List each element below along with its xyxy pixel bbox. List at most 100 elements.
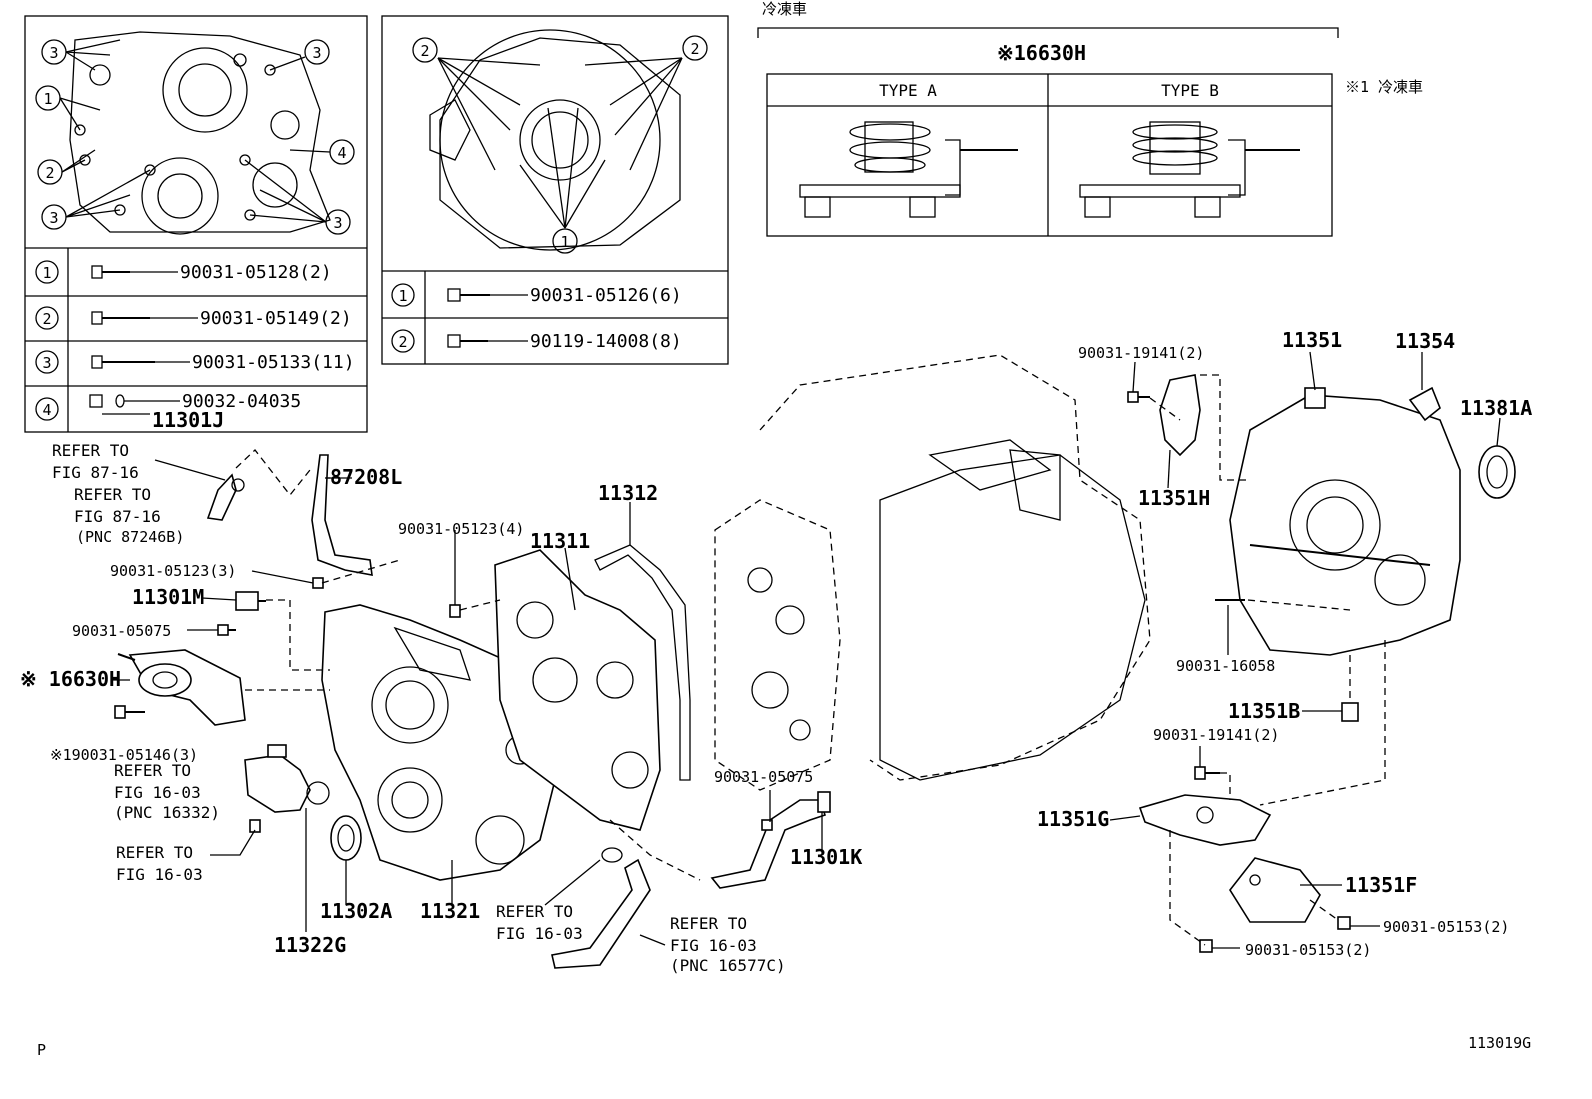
timing-cover-sketch xyxy=(69,31,331,235)
svg-text:3: 3 xyxy=(333,214,342,232)
svg-text:1: 1 xyxy=(560,233,569,251)
svg-text:REFER TO: REFER TO xyxy=(496,902,573,921)
svg-text:90031-05133(11): 90031-05133(11) xyxy=(192,352,355,373)
bolts-05153 xyxy=(1199,916,1351,953)
svg-text:2: 2 xyxy=(420,42,429,60)
inset-b-row-1: 1 90031-05126(6) xyxy=(391,283,682,307)
svg-text:1: 1 xyxy=(398,287,407,305)
svg-text:REFER TO: REFER TO xyxy=(670,914,747,933)
svg-text:3: 3 xyxy=(49,44,58,62)
inset-b: 2 2 1 1 90031-05126(6) 2 90119-14008(8) xyxy=(381,15,729,365)
callout-3-bottom-right: 3 xyxy=(325,209,351,235)
inset-c: 冷凍車 ※16630H ※1 冷凍車 TYPE A TYPE B xyxy=(757,0,1423,237)
svg-text:4: 4 xyxy=(42,401,51,419)
rear-plate-sketch xyxy=(714,499,841,791)
inset-b-leaders xyxy=(437,57,683,229)
svg-text:※16630H: ※16630H xyxy=(997,41,1086,65)
callout-4: 4 xyxy=(329,139,355,165)
label-11351B: 11351B xyxy=(1228,699,1300,723)
flywheel-housing-11351 xyxy=(1229,387,1461,656)
mount-11351G xyxy=(1138,794,1272,846)
label-11351G: 11351G xyxy=(1037,807,1109,831)
label-90031-05123-4: 90031-05123(4) xyxy=(398,520,524,538)
label-90031-05075-b: 90031-05075 xyxy=(714,768,813,786)
sensor-11301K xyxy=(710,791,831,889)
svg-text:2: 2 xyxy=(45,164,54,182)
label-190031-05146: ※190031-05146(3) xyxy=(50,746,198,764)
label-90031-05123-3: 90031-05123(3) xyxy=(110,562,236,580)
sensor-11301M xyxy=(235,591,266,611)
bolts-left xyxy=(114,577,461,833)
type-a-sketch xyxy=(799,121,1018,218)
label-11311: 11311 xyxy=(530,529,590,553)
svg-text:1: 1 xyxy=(42,264,51,282)
label-90031-05153-b: 90031-05153(2) xyxy=(1245,941,1371,959)
plate-11311 xyxy=(494,549,661,831)
callout-3-top-right: 3 xyxy=(304,39,330,65)
page-marker: P xyxy=(37,1041,46,1059)
label-90031-19141-a: 90031-19141(2) xyxy=(1078,344,1204,362)
insulator-11351F xyxy=(1229,857,1321,923)
label-11302A: 11302A xyxy=(320,899,392,923)
type-a-label: TYPE A xyxy=(879,81,937,100)
svg-text:90119-14008(8): 90119-14008(8) xyxy=(530,331,682,352)
inset-a-leaders xyxy=(59,39,331,223)
svg-text:3: 3 xyxy=(42,354,51,372)
inset-b-row-2: 2 90119-14008(8) xyxy=(391,329,682,353)
svg-text:(PNC 87246B): (PNC 87246B) xyxy=(76,528,184,546)
label-11354: 11354 xyxy=(1395,329,1455,353)
label-11322G: 11322G xyxy=(274,933,346,957)
label-11312: 11312 xyxy=(598,481,658,505)
callout-1: 1 xyxy=(35,85,61,111)
refer-fig-87-16-a: REFER TO FIG 87-16 xyxy=(52,441,139,482)
diagram-code: 113019G xyxy=(1468,1034,1531,1052)
callout-3-top-left: 3 xyxy=(41,39,67,65)
label-11351: 11351 xyxy=(1282,328,1342,352)
svg-text:90031-05149(2): 90031-05149(2) xyxy=(200,308,352,329)
svg-text:4: 4 xyxy=(337,144,346,162)
svg-text:FIG 16-03: FIG 16-03 xyxy=(114,783,201,802)
label-16630H: ※ 16630H xyxy=(20,667,121,691)
engine-block-sketch xyxy=(759,354,1151,781)
hose-stub xyxy=(206,473,245,521)
refer-fig-16-03-c: REFER TO FIG 16-03 xyxy=(496,902,583,943)
svg-text:REFER TO: REFER TO xyxy=(74,485,151,504)
svg-text:(PNC 16577C): (PNC 16577C) xyxy=(670,956,786,975)
callout-2-right: 2 xyxy=(682,35,708,61)
svg-text:FIG 16-03: FIG 16-03 xyxy=(116,865,203,884)
assembly-guides xyxy=(235,374,1386,946)
label-leaders xyxy=(112,351,1501,949)
refer-fig-87-16-b: REFER TO FIG 87-16 (PNC 87246B) xyxy=(74,485,184,546)
svg-text:REFER TO: REFER TO xyxy=(52,441,129,460)
svg-text:11301J: 11301J xyxy=(152,408,224,432)
svg-text:2: 2 xyxy=(690,40,699,58)
tube-87208L xyxy=(311,454,373,576)
type-b-label: TYPE B xyxy=(1161,81,1219,100)
callout-3-bottom-left: 3 xyxy=(41,204,67,230)
svg-text:※1 冷凍車: ※1 冷凍車 xyxy=(1345,78,1423,96)
svg-text:FIG 16-03: FIG 16-03 xyxy=(670,936,757,955)
water-hose xyxy=(551,858,651,969)
inset-a-row-4: 4 90032-04035 11301J xyxy=(35,391,301,432)
label-11301K: 11301K xyxy=(790,845,862,869)
svg-text:90031-05128(2): 90031-05128(2) xyxy=(180,262,332,283)
label-11321: 11321 xyxy=(420,899,480,923)
inset-a-row-1: 1 90031-05128(2) xyxy=(35,260,332,284)
plug-11354 xyxy=(1408,386,1441,422)
labels: REFER TO FIG 87-16 REFER TO FIG 87-16 (P… xyxy=(20,328,1532,975)
svg-text:3: 3 xyxy=(312,44,321,62)
tensioner-16630H xyxy=(117,649,246,726)
svg-text:REFER TO: REFER TO xyxy=(114,761,191,780)
refer-fig-16-03-b: REFER TO FIG 16-03 xyxy=(116,843,203,884)
svg-text:(PNC 16332): (PNC 16332) xyxy=(114,803,220,822)
label-90031-05075-a: 90031-05075 xyxy=(72,622,171,640)
inset-a-row-2: 2 90031-05149(2) xyxy=(35,306,352,330)
label-90031-19141-b: 90031-19141(2) xyxy=(1153,726,1279,744)
svg-text:FIG 87-16: FIG 87-16 xyxy=(74,507,161,526)
bracket-11351H xyxy=(1127,374,1201,457)
refer-fig-16-03-a: REFER TO FIG 16-03 (PNC 16332) xyxy=(114,761,220,822)
oil-seal-11302A xyxy=(330,815,362,861)
svg-text:2: 2 xyxy=(42,310,51,328)
callout-2-left: 2 xyxy=(412,37,438,63)
